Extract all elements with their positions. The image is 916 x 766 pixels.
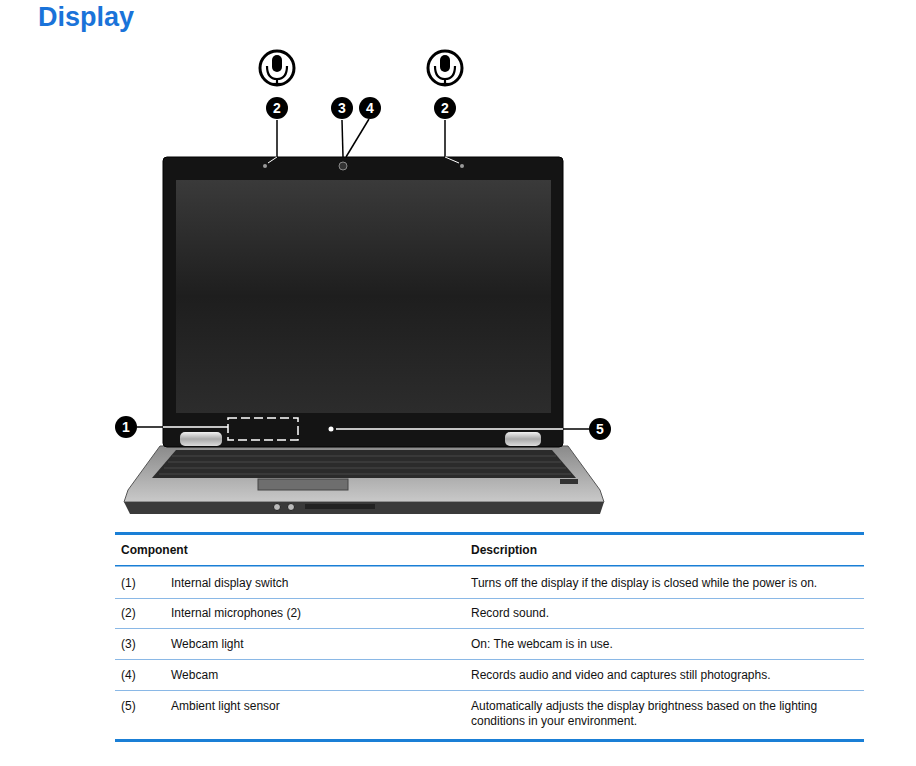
callout-number: 2	[266, 97, 288, 119]
table-cell: Turns off the display if the display is …	[471, 576, 863, 591]
leader-lines-on-bezel	[163, 427, 563, 429]
microphone-hole	[263, 164, 267, 168]
hinge	[180, 432, 222, 446]
microphone-icon	[428, 51, 462, 85]
table-cell: Ambient light sensor	[171, 699, 461, 714]
fingerprint-reader	[560, 479, 578, 484]
key-rows	[159, 456, 571, 474]
table-cell: Internal display switch	[171, 576, 461, 591]
callout-number: 1	[115, 416, 137, 438]
table-cell: Internal microphones (2)	[171, 606, 461, 621]
table-cell: Automatically adjusts the display bright…	[471, 699, 863, 729]
table-cell: Record sound.	[471, 606, 863, 621]
table-cell: (5)	[121, 699, 166, 714]
table-rules	[115, 532, 864, 742]
leader-line	[268, 157, 277, 163]
hinge	[505, 432, 541, 446]
front-edge	[124, 502, 604, 514]
microphone-hole	[460, 164, 464, 168]
touchpad	[258, 479, 348, 490]
table-cell: (3)	[121, 637, 166, 652]
table-cell: Webcam	[171, 668, 461, 683]
callout-number: 5	[589, 418, 611, 440]
callout-number: 3	[331, 97, 353, 119]
table-cell: (1)	[121, 576, 166, 591]
table-header: Description	[471, 543, 861, 558]
leader-lines	[137, 119, 589, 429]
screen	[176, 180, 551, 413]
table-cell: Webcam light	[171, 637, 461, 652]
page-title: Display	[38, 2, 134, 33]
callout-number: 2	[434, 97, 456, 119]
display-bezel	[163, 157, 563, 447]
table-cell: (2)	[121, 606, 166, 621]
media-slot	[305, 504, 375, 509]
audio-jack	[274, 504, 281, 511]
table-cell: (4)	[121, 668, 166, 683]
keyboard	[152, 450, 576, 478]
light-sensor	[329, 427, 334, 432]
display-switch-area	[228, 418, 298, 440]
table-cell: Records audio and video and captures sti…	[471, 668, 863, 683]
microphone-icon	[260, 51, 294, 85]
laptop-base	[124, 446, 604, 502]
leader-line	[445, 157, 459, 163]
audio-jack	[288, 504, 295, 511]
callout-number: 4	[359, 97, 381, 119]
table-cell: On: The webcam is in use.	[471, 637, 863, 652]
table-header: Component	[121, 543, 451, 558]
webcam-lens	[339, 162, 347, 170]
